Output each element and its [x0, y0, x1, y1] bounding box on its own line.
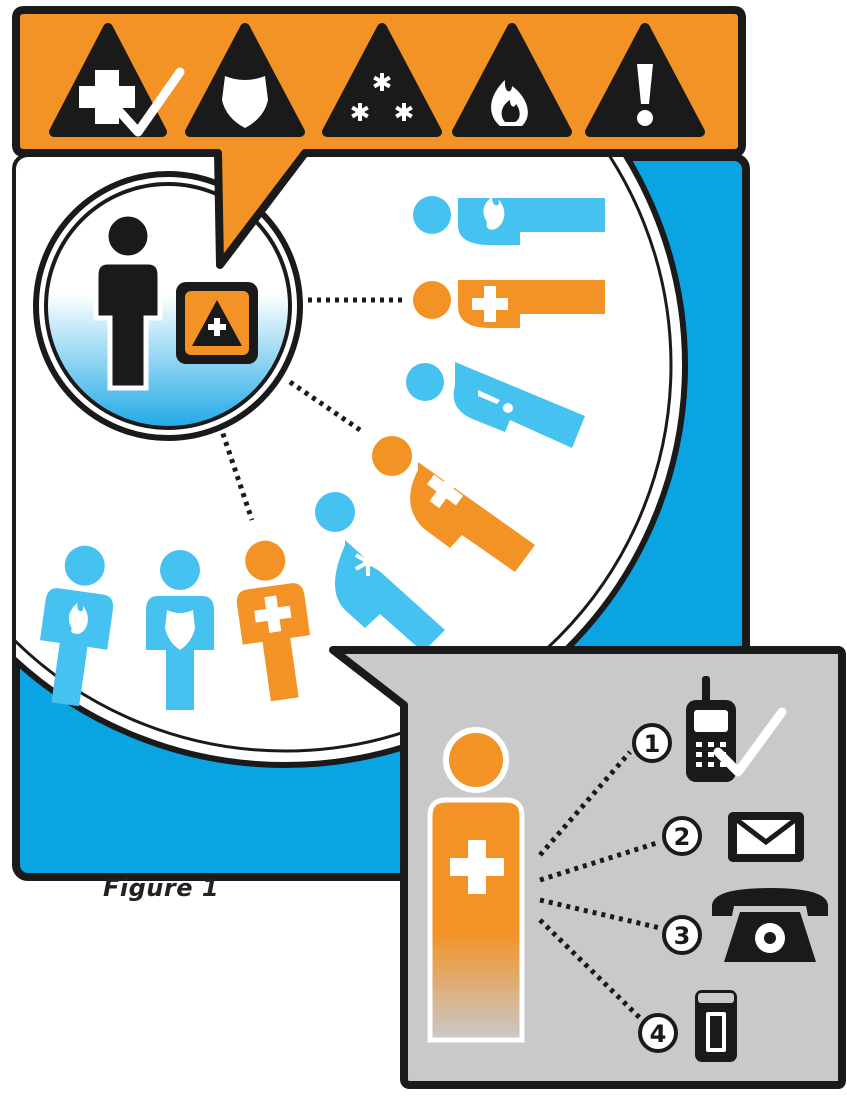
- responder-fire-2: [31, 541, 122, 710]
- mobile-phone-check-icon: [686, 676, 787, 782]
- police-shield-icon: [185, 23, 305, 137]
- figure-caption: Figure 1: [103, 874, 220, 902]
- responder-police: [146, 550, 214, 710]
- snowflake-weather-icon: [322, 23, 442, 137]
- contact-number-label: 3: [674, 922, 691, 950]
- sender-person: [93, 211, 163, 391]
- contact-number-2: 2: [662, 816, 702, 856]
- exclamation-warning-icon: [585, 23, 705, 137]
- responder-medical: [413, 280, 605, 328]
- responder-weather: [315, 492, 445, 652]
- contact-number-1: 1: [632, 723, 672, 763]
- contact-number-4: 4: [638, 1013, 678, 1053]
- contact-number-3: 3: [662, 915, 702, 955]
- email-envelope-icon: [728, 812, 804, 862]
- sender-medical-alert-badge: [176, 282, 258, 364]
- desk-telephone-icon: [712, 888, 828, 962]
- responder-warning: [406, 362, 585, 448]
- fire-icon: [452, 23, 572, 137]
- contact-number-label: 1: [644, 730, 661, 758]
- fire-icon: [483, 197, 505, 230]
- responder-fire: [413, 196, 605, 245]
- snowflake-icon: [354, 548, 382, 576]
- alert-type-banner: [12, 6, 746, 269]
- contact-lines: [538, 750, 661, 1020]
- contact-number-label: 2: [674, 823, 691, 851]
- responder-medical-2: [372, 436, 535, 572]
- contact-number-label: 4: [650, 1020, 667, 1048]
- recipient-person: [427, 727, 525, 1043]
- pager-icon: [695, 990, 737, 1062]
- medical-check-icon: [49, 23, 185, 137]
- connection-lines: [217, 297, 405, 521]
- contact-methods-panel: [329, 646, 846, 1089]
